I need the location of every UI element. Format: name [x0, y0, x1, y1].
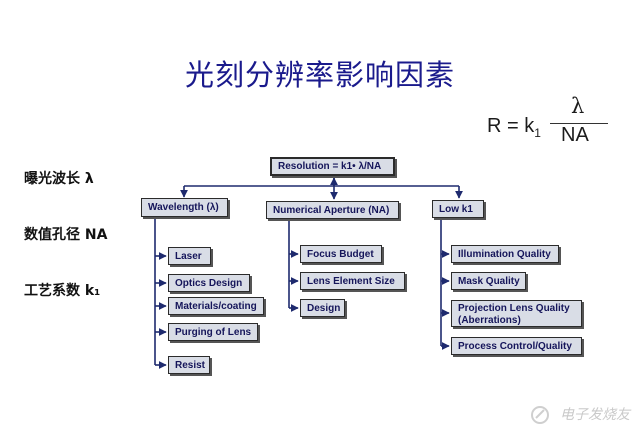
label-wavelength: 曝光波长 λ	[24, 171, 94, 187]
watermark-text: 电子发烧友	[560, 407, 630, 423]
branch-wavelength: Wavelength (λ)	[141, 198, 228, 217]
label-numerical-aperture: 数值孔径 NA	[24, 227, 108, 243]
formula-denominator: NA	[561, 124, 589, 146]
label-process-factor: 工艺系数 k₁	[24, 283, 101, 299]
root-node: Resolution = k1• λ/NA	[270, 157, 395, 176]
resolution-formula: R = k1	[487, 115, 541, 140]
leaf-lens-element-size: Lens Element Size	[300, 272, 405, 290]
leaf-optics-design: Optics Design	[168, 274, 250, 292]
leaf-purging-of-lens: Purging of Lens	[168, 323, 258, 341]
formula-lhs: R = k	[487, 115, 535, 137]
branch-numerical-aperture: Numerical Aperture (NA)	[266, 201, 399, 219]
formula-subscript: 1	[534, 126, 541, 140]
branch-low-k1: Low k1	[432, 200, 484, 218]
leaf-projection-lens-quality: Projection Lens Quality (Aberrations)	[451, 300, 582, 327]
leaf-resist: Resist	[168, 356, 210, 374]
leaf-design: Design	[300, 299, 345, 317]
leaf-process-control-quality: Process Control/Quality	[451, 337, 582, 355]
leaf-focus-budget: Focus Budget	[300, 245, 382, 263]
page-title: 光刻分辨率影响因素	[184, 58, 455, 92]
leaf-illumination-quality: Illumination Quality	[451, 245, 559, 263]
leaf-laser: Laser	[168, 247, 211, 265]
leaf-materials-coating: Materials/coating	[168, 297, 264, 315]
watermark-icon	[530, 406, 549, 424]
watermark-logo: 电子发烧友	[530, 404, 630, 425]
fraction-bar	[550, 123, 608, 124]
leaf-mask-quality: Mask Quality	[451, 272, 526, 290]
formula-numerator: λ	[571, 94, 585, 118]
